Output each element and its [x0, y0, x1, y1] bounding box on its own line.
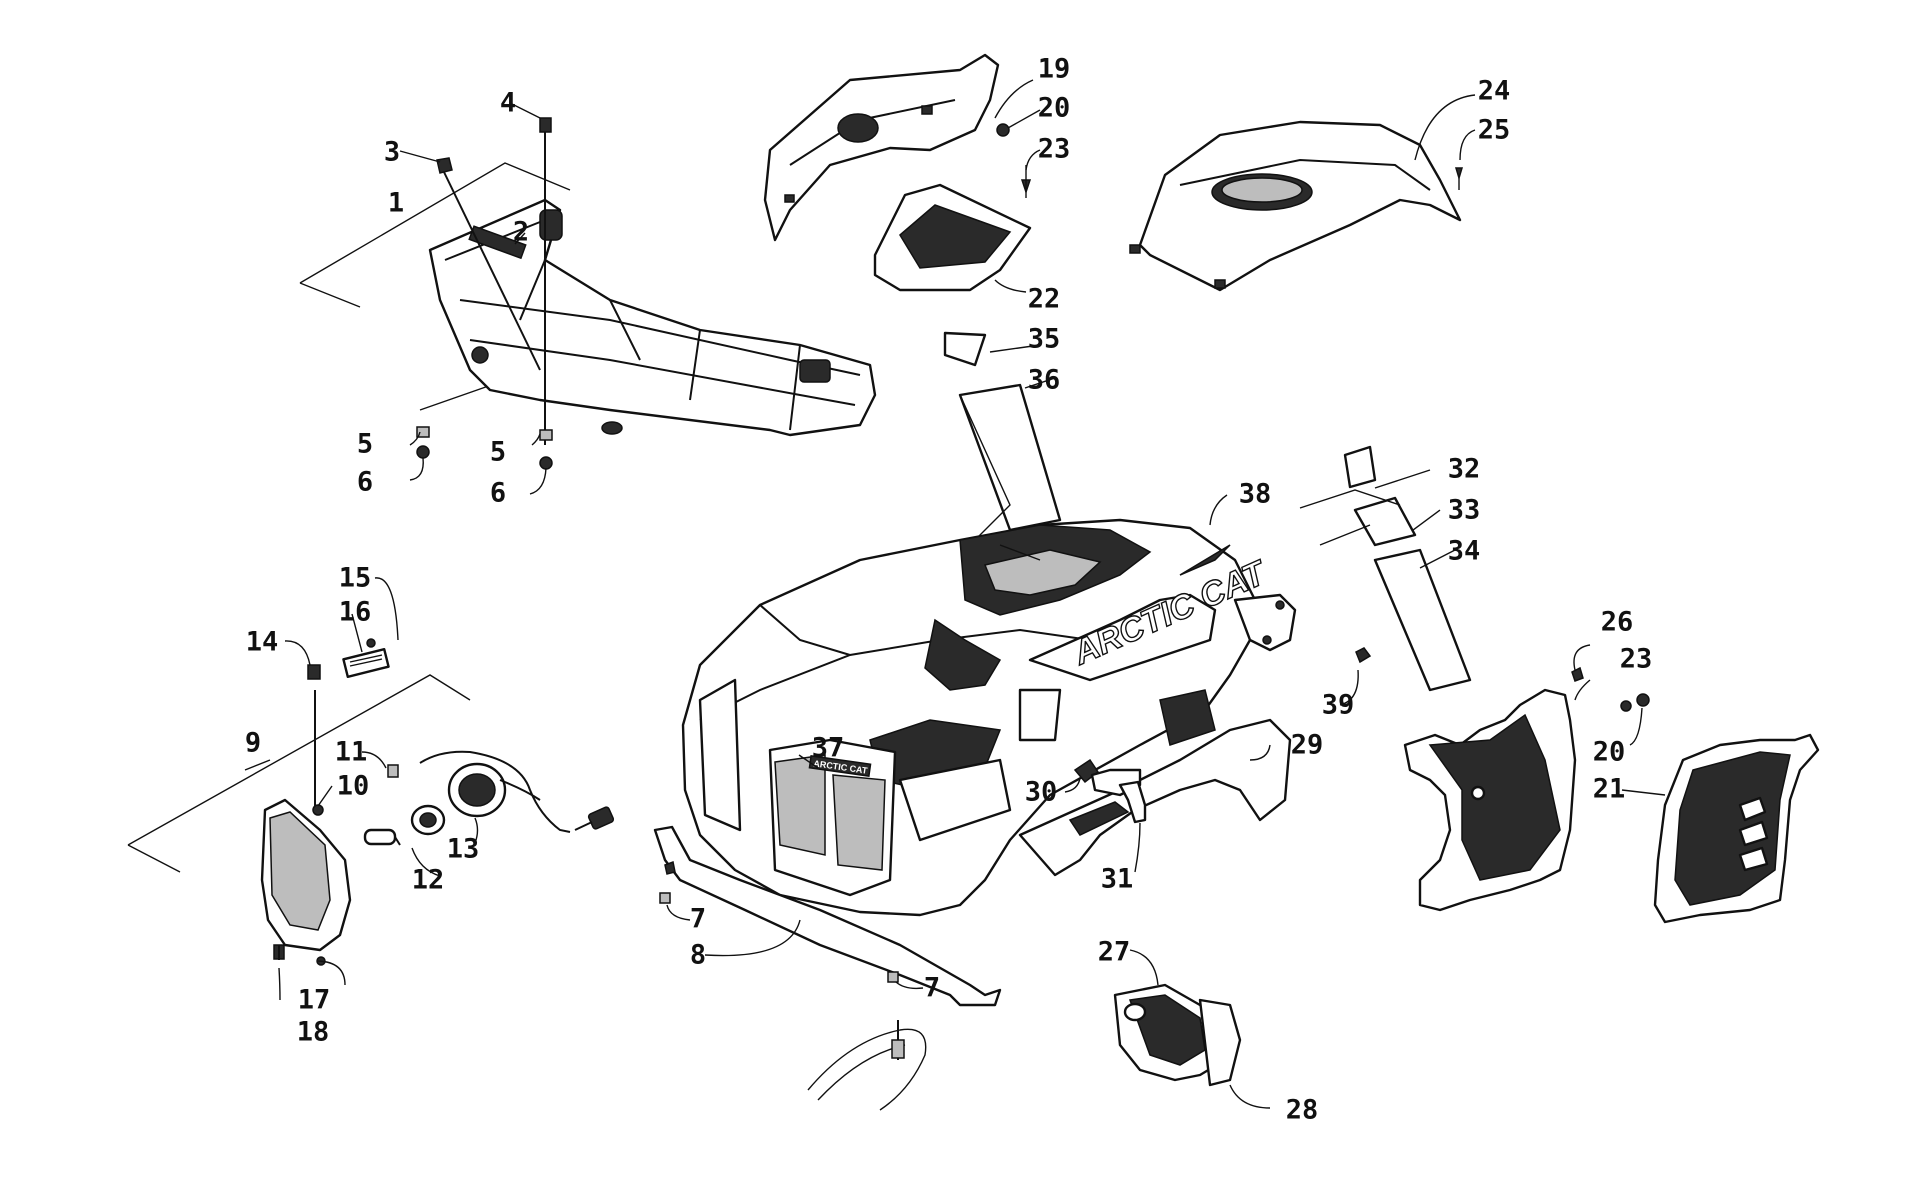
decal-set: [943, 331, 1472, 692]
callout-9: 9: [245, 728, 261, 759]
callout-labels: 1 2 3 4 5 6 5 6 7 7 8 9 10 11 12 13 14 1…: [245, 54, 1652, 1126]
side-panels: [1064, 644, 1820, 924]
callout-5a: 5: [357, 429, 373, 460]
front-body-panel: ARCTIC CAT ARCTIC CAT: [681, 494, 1372, 917]
callout-33: 33: [1448, 495, 1481, 526]
callout-5b: 5: [490, 437, 506, 468]
callout-21: 21: [1593, 774, 1626, 805]
headlight-assembly: [127, 577, 615, 1001]
callout-31: 31: [1101, 864, 1134, 895]
callout-3: 3: [384, 137, 400, 168]
callout-8: 8: [690, 940, 706, 971]
callout-18: 18: [297, 1017, 330, 1048]
callout-2: 2: [513, 217, 529, 248]
callout-23a: 23: [1038, 134, 1071, 165]
callout-37: 37: [812, 733, 845, 764]
callout-16: 16: [339, 597, 372, 628]
callout-38: 38: [1239, 479, 1272, 510]
callout-28: 28: [1286, 1095, 1319, 1126]
callout-15: 15: [339, 563, 372, 594]
callout-36: 36: [1028, 365, 1061, 396]
callout-22: 22: [1028, 284, 1061, 315]
callout-12: 12: [412, 865, 445, 896]
callout-34: 34: [1448, 536, 1481, 567]
callout-19: 19: [1038, 54, 1071, 85]
callout-27: 27: [1098, 937, 1131, 968]
callout-7b: 7: [924, 973, 940, 1004]
callout-24: 24: [1478, 76, 1511, 107]
callout-26: 26: [1601, 607, 1634, 638]
callout-23b: 23: [1620, 644, 1653, 675]
callout-6a: 6: [357, 467, 373, 498]
rear-fender-cover: [1129, 94, 1476, 292]
callout-13: 13: [447, 834, 480, 865]
front-visor-assembly: [763, 53, 1041, 293]
callout-7a: 7: [690, 904, 706, 935]
front-rack-assembly: [299, 102, 877, 495]
callout-4: 4: [500, 88, 516, 119]
callout-39: 39: [1322, 690, 1355, 721]
callout-17: 17: [298, 985, 331, 1016]
callout-29: 29: [1291, 730, 1324, 761]
skid-cover: [1113, 949, 1271, 1109]
callout-32: 32: [1448, 454, 1481, 485]
callout-1: 1: [388, 188, 404, 219]
callout-35: 35: [1028, 324, 1061, 355]
callout-30: 30: [1025, 777, 1058, 808]
bumper-bracket: [653, 825, 1002, 1111]
callout-20b: 20: [1593, 737, 1626, 768]
callout-14: 14: [246, 627, 279, 658]
callout-11: 11: [335, 737, 368, 768]
callout-20a: 20: [1038, 93, 1071, 124]
callout-10: 10: [337, 771, 370, 802]
callout-25: 25: [1478, 115, 1511, 146]
callout-6b: 6: [490, 478, 506, 509]
